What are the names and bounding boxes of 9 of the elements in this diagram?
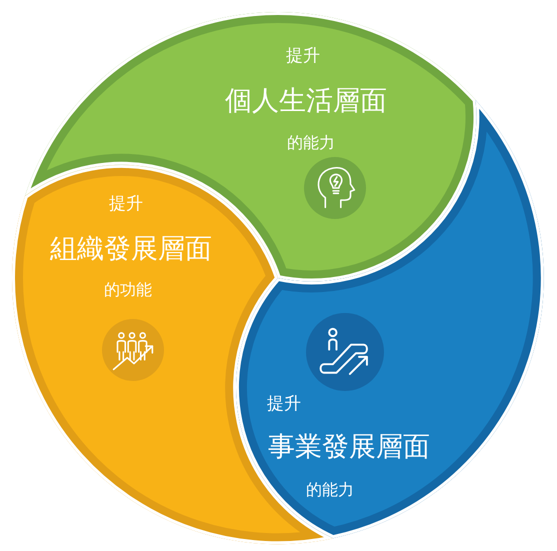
segment-heading: 事業發展層面 bbox=[268, 431, 430, 463]
intro-text: 提升 bbox=[286, 47, 320, 67]
intro-text: 提升 bbox=[266, 395, 301, 415]
intro-text: 提升 bbox=[108, 195, 143, 215]
segment-heading: 組織發展層面 bbox=[50, 233, 212, 264]
suffix-text: 的能力 bbox=[287, 134, 335, 152]
segment-heading: 個人生活層面 bbox=[225, 85, 387, 116]
suffix-text: 的能力 bbox=[306, 480, 354, 500]
suffix-text: 的功能 bbox=[104, 280, 152, 300]
